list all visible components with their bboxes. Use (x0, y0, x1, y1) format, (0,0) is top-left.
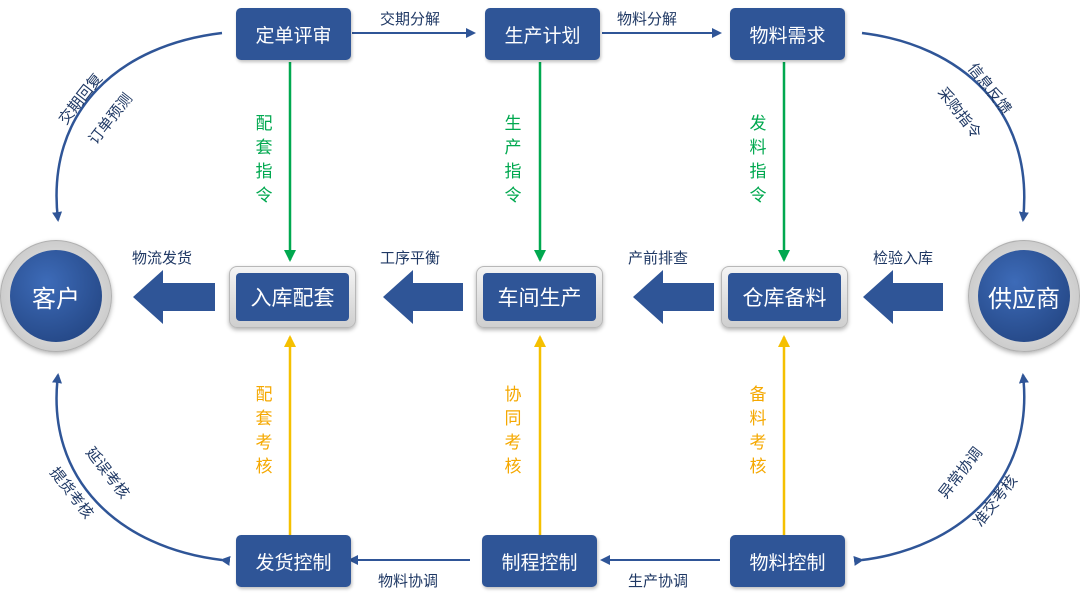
label-preparation-assessment: 备料考核 (749, 385, 767, 477)
node-customer: 客户 (0, 240, 112, 352)
arc-delivery-to-customer (52, 373, 231, 566)
node-supplier-label: 供应商 (978, 250, 1070, 342)
label-delivery-breakdown: 交期分解 (380, 10, 441, 28)
node-process-control: 制程控制 (482, 535, 597, 587)
node-supplier: 供应商 (968, 240, 1080, 352)
label-issue-instruction: 发料指令 (749, 114, 767, 206)
block-arrow-warehouse-to-customer (133, 270, 215, 324)
node-production-plan: 生产计划 (485, 8, 600, 60)
label-material-coordination: 物料协调 (378, 572, 439, 590)
node-stock-preparation: 仓库备料 (721, 266, 848, 328)
label-inspection-storage: 检验入库 (873, 249, 934, 267)
node-order-review: 定单评审 (236, 8, 351, 60)
arc-demand-to-supplier (861, 31, 1029, 222)
node-stock-preparation-label: 仓库备料 (728, 273, 841, 321)
node-customer-label: 客户 (10, 250, 102, 342)
label-pre-production-check: 产前排查 (628, 249, 689, 267)
node-material-control: 物料控制 (730, 535, 845, 587)
node-workshop-production-label: 车间生产 (483, 273, 596, 321)
label-material-breakdown: 物料分解 (617, 10, 678, 28)
node-workshop-production: 车间生产 (476, 266, 603, 328)
arc-review-to-customer (52, 31, 223, 222)
label-collaboration-assessment: 协同考核 (504, 385, 522, 477)
block-arrow-supplier-to-stock (863, 270, 943, 324)
node-material-demand: 物料需求 (730, 8, 845, 60)
node-warehouse-kitting-label: 入库配套 (236, 273, 349, 321)
block-arrow-stock-to-workshop (633, 270, 714, 324)
node-delivery-control: 发货控制 (236, 535, 351, 587)
arc-material-to-supplier (853, 373, 1029, 566)
node-warehouse-kitting: 入库配套 (229, 266, 356, 328)
label-logistics-shipping: 物流发货 (132, 249, 193, 267)
label-process-balance: 工序平衡 (380, 249, 441, 267)
block-arrow-workshop-to-warehouse (383, 270, 463, 324)
label-production-coordination: 生产协调 (628, 572, 689, 590)
label-kitting-instruction: 配套指令 (255, 114, 273, 206)
label-production-instruction: 生产指令 (504, 114, 522, 206)
label-kitting-assessment: 配套考核 (255, 385, 273, 477)
